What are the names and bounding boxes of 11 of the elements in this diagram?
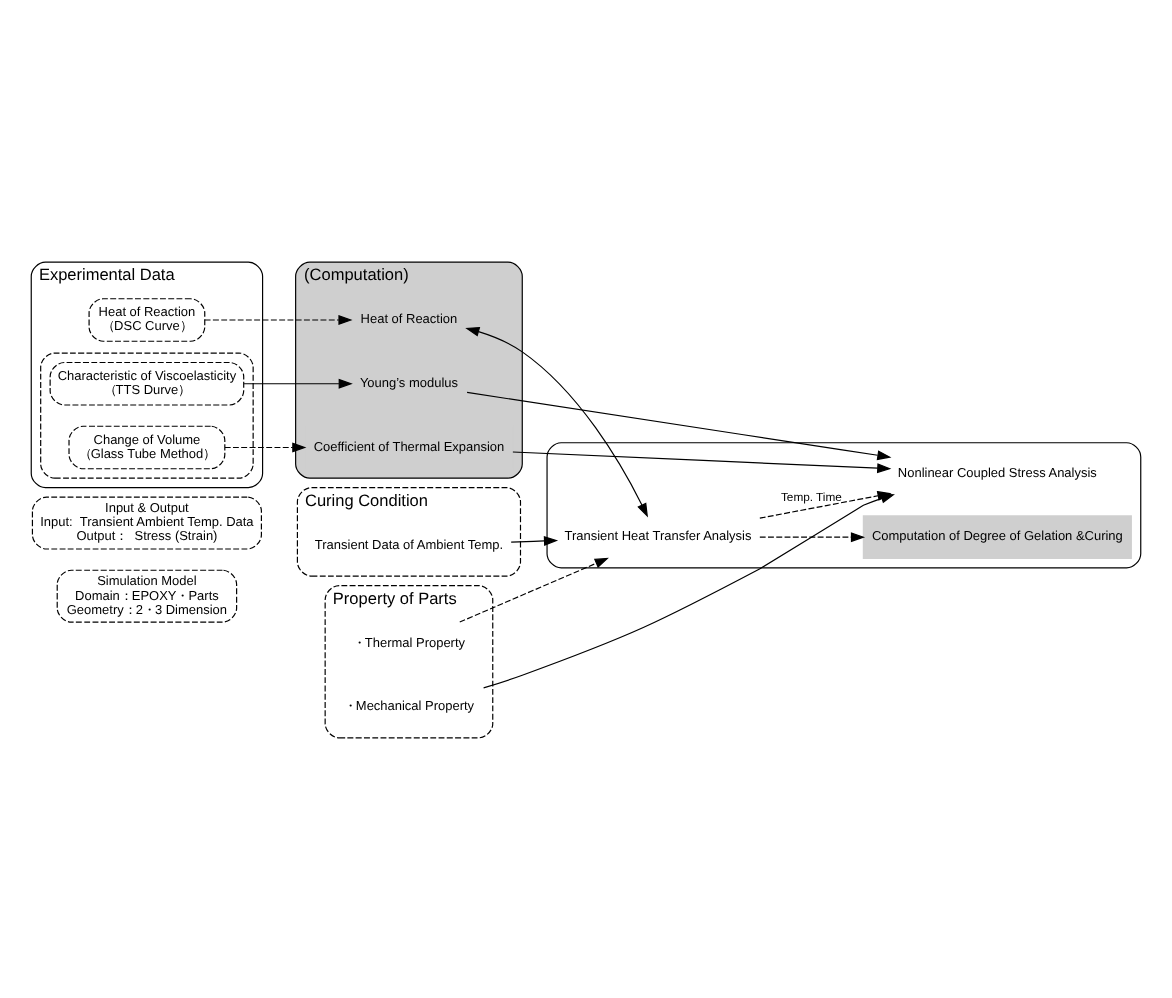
arrow <box>512 450 892 473</box>
arrow <box>224 441 307 452</box>
arrow <box>204 314 353 324</box>
arrow <box>510 535 559 545</box>
arrow <box>466 390 892 460</box>
arrow <box>243 377 353 388</box>
arrow <box>459 556 609 622</box>
arrow <box>465 325 649 517</box>
cluster <box>40 351 254 478</box>
arrow <box>759 489 892 518</box>
arrow <box>759 531 866 542</box>
